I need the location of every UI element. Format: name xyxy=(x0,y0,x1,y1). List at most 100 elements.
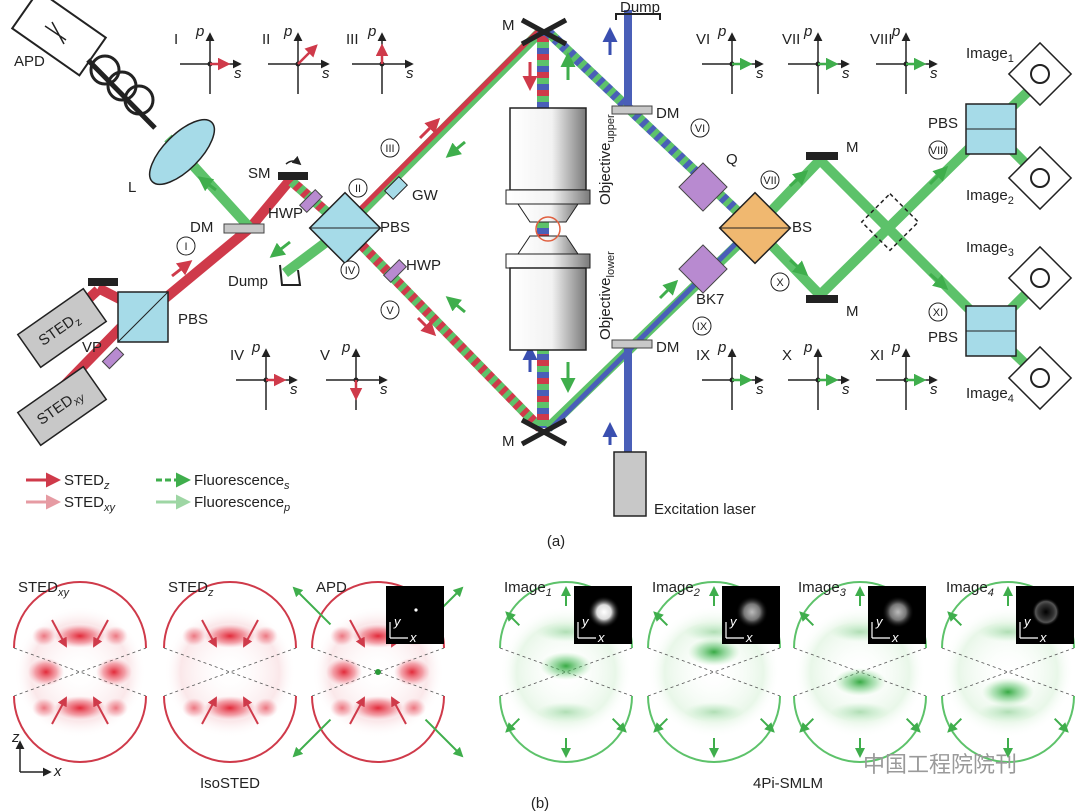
svg-text:y: y xyxy=(393,614,402,629)
svg-text:x: x xyxy=(409,630,417,645)
psf-title: STEDxy xyxy=(18,579,71,599)
watermark: 中国工程院院刊 xyxy=(863,753,1017,778)
m-bottom-label: M xyxy=(502,433,515,450)
glass-wedge xyxy=(383,175,409,201)
dump-top-label: Dump xyxy=(620,0,660,16)
svg-text:II: II xyxy=(355,183,361,195)
dichroic-mirror-upper xyxy=(611,105,653,115)
dichroic-mirror-lower xyxy=(611,339,653,349)
hwp-lower-label: HWP xyxy=(406,257,441,274)
camera-image-4 xyxy=(1007,345,1073,411)
sm-label: SM xyxy=(248,165,271,182)
camera-image-2 xyxy=(1007,145,1073,211)
svg-text:p: p xyxy=(341,339,350,356)
svg-text:s: s xyxy=(290,381,298,398)
svg-text:s: s xyxy=(406,65,414,82)
mirror-m-bottom xyxy=(520,417,568,447)
m-lower-right-label: M xyxy=(846,303,859,320)
pol-plot-label: III xyxy=(346,31,359,48)
pol-plot-label: V xyxy=(320,347,330,364)
pol-plot-label: VII xyxy=(782,31,800,48)
svg-text:STEDxy: STEDxy xyxy=(64,494,117,514)
svg-text:p: p xyxy=(717,339,726,356)
scan-mirror xyxy=(278,172,308,180)
psf-title: Image4 xyxy=(946,579,994,599)
smlm-label: 4Pi-SMLM xyxy=(753,775,823,792)
marker-I: I xyxy=(176,236,196,256)
psf-disc-i4: Image4 yx xyxy=(941,579,1075,763)
m-top-label: M xyxy=(502,17,515,34)
camera-image-3 xyxy=(1007,245,1073,311)
pbs-central xyxy=(308,191,382,265)
svg-text:X: X xyxy=(776,277,784,289)
pbs-central-label: PBS xyxy=(380,219,410,236)
svg-text:x: x xyxy=(53,763,62,780)
pbs-left xyxy=(117,291,169,343)
pbs-lower-right-label: PBS xyxy=(928,329,958,346)
psf-title: APD xyxy=(316,579,347,596)
svg-text:s: s xyxy=(380,381,388,398)
svg-text:x: x xyxy=(891,630,899,645)
objective-upper xyxy=(505,107,591,223)
svg-text:x: x xyxy=(597,630,605,645)
excitation-label: Excitation laser xyxy=(654,501,756,518)
pbs-upper-right-label: PBS xyxy=(928,115,958,132)
svg-text:x: x xyxy=(1039,630,1047,645)
marker-IV: IV xyxy=(340,260,360,280)
quarter-wave-plate xyxy=(678,162,728,212)
legend: STEDz STEDxy Fluorescences Fluorescencep xyxy=(26,472,290,514)
objective-lower-label: Objectivelower xyxy=(597,251,617,340)
svg-text:V: V xyxy=(386,305,394,317)
half-wave-plate-lower xyxy=(382,258,408,284)
svg-text:s: s xyxy=(842,381,850,398)
pol-plot-label: VIII xyxy=(870,31,893,48)
svg-text:I: I xyxy=(184,241,187,253)
lens-l xyxy=(148,118,216,186)
svg-text:s: s xyxy=(234,65,242,82)
svg-text:VIII: VIII xyxy=(930,145,947,157)
pbs-right-upper xyxy=(965,103,1017,155)
objective-lower xyxy=(505,235,591,351)
dump-left-label: Dump xyxy=(228,273,268,290)
svg-text:s: s xyxy=(930,65,938,82)
pol-plot-label: IX xyxy=(696,347,710,364)
psf-inset xyxy=(386,586,444,644)
svg-text:p: p xyxy=(283,23,292,40)
apd-detector: APD xyxy=(10,0,157,130)
marker-II: II xyxy=(348,178,368,198)
svg-text:y: y xyxy=(1023,614,1032,629)
m-upper-right-label: M xyxy=(846,139,859,156)
marker-VII: VII xyxy=(760,170,780,190)
svg-text:p: p xyxy=(367,23,376,40)
marker-VI: VI xyxy=(690,118,710,138)
svg-text:x: x xyxy=(745,630,753,645)
direction-arrows xyxy=(171,27,949,445)
lens-label: L xyxy=(128,179,136,196)
pol-plot-label: VI xyxy=(696,31,710,48)
psf-title: Image2 xyxy=(652,579,700,599)
dump-top xyxy=(615,13,661,20)
psf-disc-xy: STEDxy xyxy=(13,579,147,763)
image2-label: Image2 xyxy=(966,187,1014,207)
excitation-laser xyxy=(613,451,647,517)
apd-label: APD xyxy=(14,53,45,70)
psf-title: STEDz xyxy=(168,579,214,599)
camera-image-1 xyxy=(1007,41,1073,107)
image4-label: Image4 xyxy=(966,385,1014,405)
marker-X: X xyxy=(770,272,790,292)
dm-upper-label: DM xyxy=(656,105,679,122)
pol-plot-III: III p s xyxy=(346,23,414,94)
caption-a: (a) xyxy=(547,533,565,550)
hwp-upper-label: HWP xyxy=(268,205,303,222)
svg-text:s: s xyxy=(930,381,938,398)
image1-label: Image1 xyxy=(966,45,1014,65)
svg-text:s: s xyxy=(842,65,850,82)
svg-text:p: p xyxy=(803,339,812,356)
vortex-plate xyxy=(101,346,125,370)
